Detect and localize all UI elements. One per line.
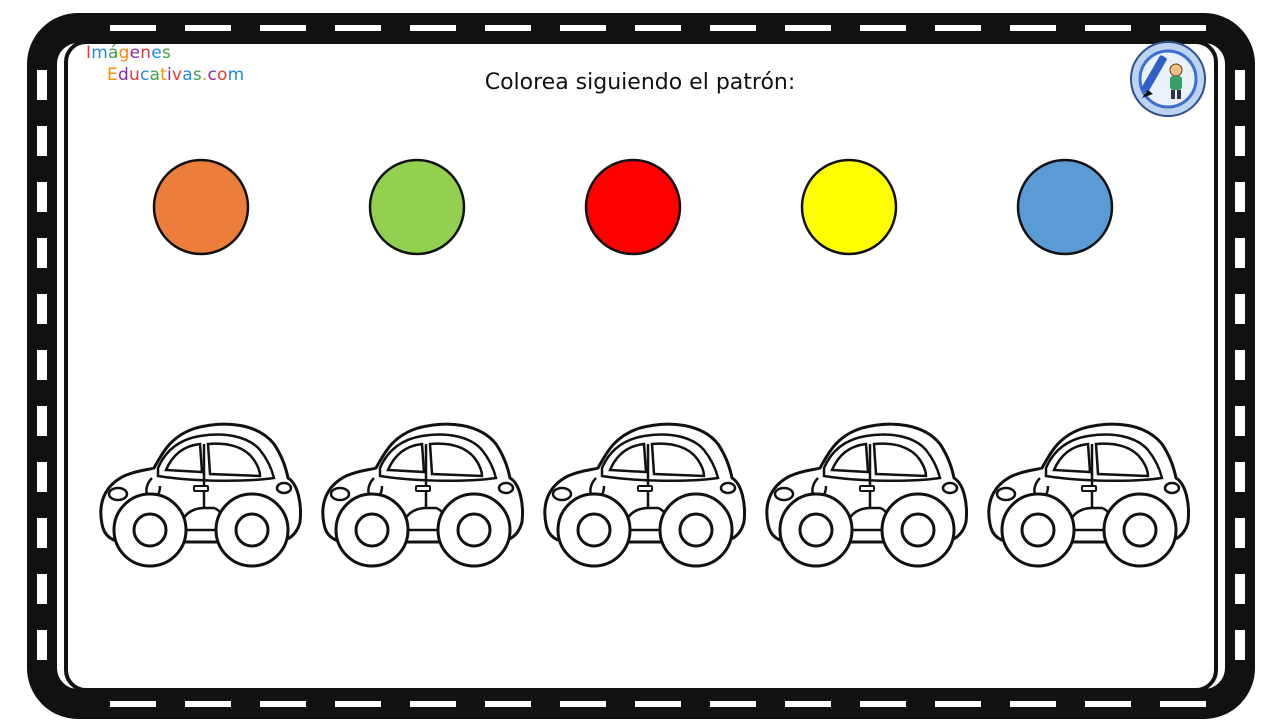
road-dash: [635, 701, 681, 707]
road-dash: [1235, 238, 1245, 268]
logo-letter: I: [86, 43, 92, 63]
road-dash: [185, 25, 231, 31]
logo-letter: v: [171, 65, 183, 85]
road-dash: [185, 701, 231, 707]
road-dash: [335, 25, 381, 31]
road-dash: [1160, 701, 1206, 707]
logo-letter: á: [107, 43, 119, 63]
road-dash: [37, 294, 47, 324]
road-dash: [485, 701, 531, 707]
road-dash: [860, 25, 906, 31]
car-outline-icon: [987, 422, 1190, 568]
logo-letter: E: [107, 65, 118, 85]
road-dash: [37, 462, 47, 492]
car-outline-icon: [543, 422, 746, 568]
road-dash: [37, 182, 47, 212]
road-dash: [1235, 182, 1245, 212]
color-swatch-green: [368, 158, 466, 256]
logo-letter: d: [117, 65, 129, 85]
pencil-kid-badge-icon: [1130, 41, 1206, 117]
logo-letter: c: [207, 65, 218, 85]
road-dash: [37, 70, 47, 100]
brand-logo-line2: Educativas.com: [86, 64, 244, 86]
road-dash: [1235, 406, 1245, 436]
color-swatch-orange: [152, 158, 250, 256]
logo-letter: n: [140, 43, 152, 63]
car-outline-icon: [321, 422, 524, 568]
road-dash: [335, 701, 381, 707]
road-dash: [260, 25, 306, 31]
road-dash: [1235, 574, 1245, 604]
road-dash: [1235, 70, 1245, 100]
road-dash: [935, 701, 981, 707]
road-dash: [37, 574, 47, 604]
road-dash: [37, 518, 47, 548]
road-dash: [560, 701, 606, 707]
road-dash: [410, 701, 456, 707]
road-dash: [37, 350, 47, 380]
road-dash: [37, 238, 47, 268]
road-dash: [1235, 630, 1245, 660]
road-dash: [260, 701, 306, 707]
road-dash: [110, 25, 156, 31]
logo-letter: .: [201, 65, 208, 85]
road-dash: [1235, 294, 1245, 324]
logo-letter: a: [182, 65, 193, 85]
car-outline-icon: [765, 422, 968, 568]
road-dash: [560, 25, 606, 31]
road-dash: [410, 25, 456, 31]
road-dash: [710, 25, 756, 31]
road-dash: [935, 25, 981, 31]
road-dash: [710, 701, 756, 707]
road-dash: [785, 701, 831, 707]
road-dashes: [37, 25, 1245, 707]
page-title: Colorea siguiendo el patrón:: [484, 70, 796, 95]
logo-letter: a: [149, 65, 161, 85]
road-dash: [1010, 25, 1056, 31]
road-dash: [1010, 701, 1056, 707]
logo-letter: m: [227, 65, 245, 85]
logo-letter: c: [139, 65, 150, 85]
logo-letter: s: [161, 43, 171, 63]
color-swatch-yellow: [800, 158, 898, 256]
road-dash: [37, 630, 47, 660]
road-dash: [37, 126, 47, 156]
road-dash: [485, 25, 531, 31]
road-dash: [37, 406, 47, 436]
logo-letter: e: [151, 43, 162, 63]
road-dash: [1085, 701, 1131, 707]
logo-letter: o: [217, 65, 228, 85]
road-dash: [1160, 25, 1206, 31]
logo-letter: g: [118, 43, 130, 63]
color-swatch-red: [584, 158, 682, 256]
logo-letter: t: [160, 65, 167, 85]
road-dash: [1235, 350, 1245, 380]
logo-letter: s: [192, 65, 202, 85]
logo-letter: u: [128, 65, 140, 85]
road-dash: [785, 25, 831, 31]
road-dash: [1085, 25, 1131, 31]
road-dash: [110, 701, 156, 707]
color-swatch-blue: [1016, 158, 1114, 256]
road-dash: [1235, 462, 1245, 492]
road-dash: [635, 25, 681, 31]
road-dash: [1235, 518, 1245, 548]
logo-letter: m: [91, 43, 108, 63]
brand-logo: Imágenes Educativas.com: [86, 42, 244, 86]
car-outline-icon: [99, 422, 302, 568]
color-swatch-row: [152, 158, 1114, 256]
road-dash: [860, 701, 906, 707]
logo-letter: e: [129, 43, 141, 63]
brand-logo-line1: Imágenes: [86, 42, 244, 64]
logo-letter: i: [166, 65, 172, 85]
road-dash: [1235, 126, 1245, 156]
